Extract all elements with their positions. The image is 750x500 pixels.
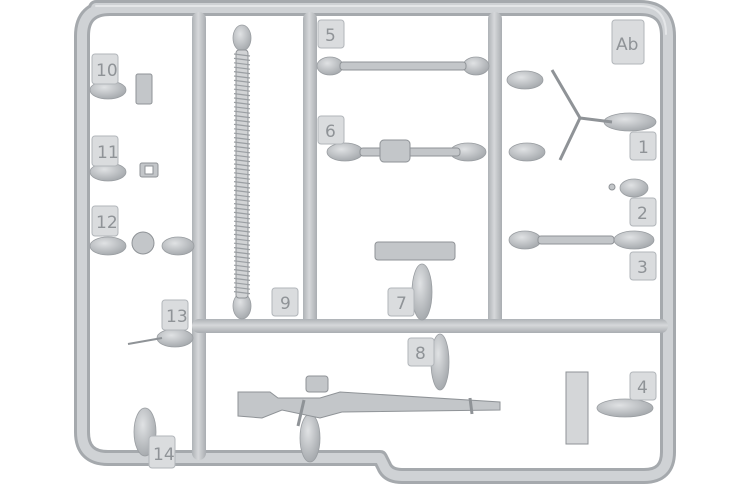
part-number-6: 6 <box>325 122 336 142</box>
spring-coil <box>233 119 251 123</box>
spring-coil <box>233 238 251 242</box>
spring-coil <box>233 207 251 211</box>
spring-coil <box>233 277 251 281</box>
spring-coil <box>233 225 251 229</box>
spring-coil <box>233 291 251 295</box>
spring-coil <box>233 62 251 66</box>
part-number-10: 10 <box>96 61 118 81</box>
part-number-tags: 10 11 12 13 14 9 5 6 7 8 Ab 1 2 3 4 <box>91 19 657 469</box>
spring-coil <box>233 181 251 185</box>
spring-coil <box>233 97 251 101</box>
spring-coil <box>233 57 251 61</box>
spring-coil <box>233 110 251 114</box>
spring-coil <box>233 93 251 97</box>
spring-coil <box>233 216 251 220</box>
sprue-letter: Ab <box>616 35 638 55</box>
part-number-2: 2 <box>637 204 648 224</box>
spring-coil <box>233 185 251 189</box>
spring-coil <box>233 106 251 110</box>
spring-coil <box>233 247 251 251</box>
spring-coil <box>233 269 251 273</box>
spring-coil <box>233 233 251 237</box>
spring-coil <box>233 123 251 127</box>
spring-coil <box>233 159 251 163</box>
spring-coil <box>233 176 251 180</box>
part-number-8: 8 <box>415 344 426 364</box>
spring-coils <box>233 53 251 295</box>
spring-coil <box>233 286 251 290</box>
part-number-12: 12 <box>96 213 118 233</box>
spring-coil <box>233 198 251 202</box>
spring-coil <box>233 145 251 149</box>
spring-coil <box>233 141 251 145</box>
part-number-5: 5 <box>325 26 336 46</box>
spring-coil <box>233 282 251 286</box>
part-number-9: 9 <box>280 294 291 314</box>
spring-coil <box>233 79 251 83</box>
part-number-4: 4 <box>637 378 648 398</box>
part-number-14: 14 <box>153 445 175 465</box>
sprue-frame <box>74 0 676 484</box>
spring-coil <box>233 167 251 171</box>
spring-coil <box>233 194 251 198</box>
spring-coil <box>233 137 251 141</box>
spring-coil <box>233 273 251 277</box>
spring-coil <box>233 115 251 119</box>
spring-coil <box>233 101 251 105</box>
spring-coil <box>233 189 251 193</box>
spring-coil <box>233 260 251 264</box>
spring-coil <box>233 229 251 233</box>
spring-coil <box>233 264 251 268</box>
spring-coil <box>233 154 251 158</box>
spring-coil <box>233 172 251 176</box>
inner-runners <box>192 12 668 460</box>
spring-coil <box>233 75 251 79</box>
spring-coil <box>233 71 251 75</box>
spring-coil <box>233 220 251 224</box>
spring-coil <box>233 53 251 57</box>
spring-coil <box>233 132 251 136</box>
part-number-13: 13 <box>166 307 188 327</box>
spring-coil <box>233 150 251 154</box>
spring-coil <box>233 163 251 167</box>
spring-coil <box>233 255 251 259</box>
spring-coil <box>233 88 251 92</box>
part-number-11: 11 <box>97 143 119 163</box>
part-number-7: 7 <box>396 294 407 314</box>
spring-coil <box>233 128 251 132</box>
spring-coil <box>233 211 251 215</box>
spring-coil <box>233 251 251 255</box>
spring-coil <box>233 66 251 70</box>
spring-coil <box>233 203 251 207</box>
part-number-3: 3 <box>637 258 648 278</box>
part-number-1: 1 <box>638 138 649 158</box>
spring-coil <box>233 242 251 246</box>
spring-coil <box>233 84 251 88</box>
